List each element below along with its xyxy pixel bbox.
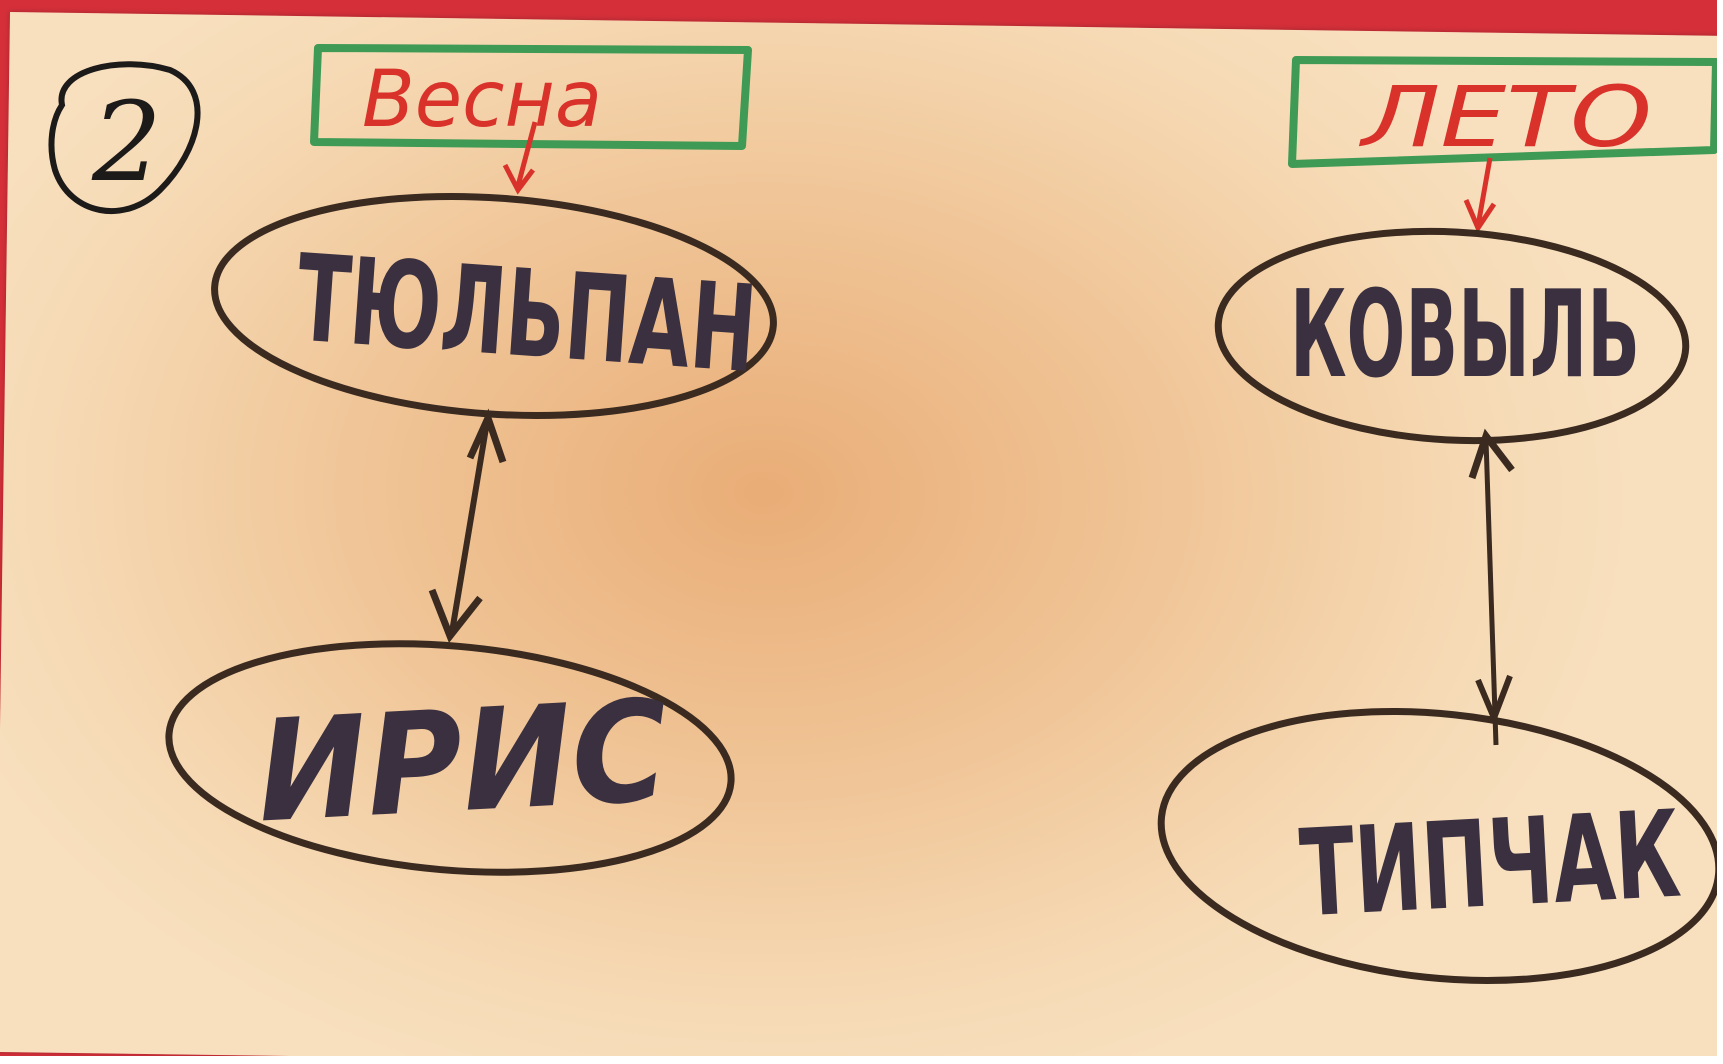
flower-oval-right-bottom: ТИПЧАК — [1157, 708, 1723, 984]
flower-label-left-bottom: ИРИС — [254, 670, 672, 854]
number-badge: 2 — [48, 61, 201, 214]
double-arrow-left — [428, 408, 507, 643]
flower-oval-right-top: КОВЫЛЬ — [1214, 227, 1690, 445]
double-arrow-right — [1468, 428, 1515, 746]
right-edge — [1717, 0, 1723, 1064]
flower-label-left-top: ТЮЛЬПАН — [292, 230, 761, 401]
season-label-left: Весна — [362, 55, 602, 145]
number-text: 2 — [91, 78, 162, 206]
arrow-season-left — [502, 121, 538, 195]
arrow-season-right — [1463, 157, 1497, 234]
flower-label-right-top: КОВЫЛЬ — [1290, 266, 1640, 405]
season-box-left: Весна — [310, 44, 752, 150]
season-box-right: ЛЕТО — [1288, 56, 1720, 168]
flower-label-right-bottom: ТИПЧАК — [1297, 786, 1684, 945]
bottom-edge — [0, 1056, 1723, 1064]
season-label-right: ЛЕТО — [1358, 68, 1652, 166]
flower-oval-left-top: ТЮЛЬПАН — [211, 193, 777, 419]
flower-oval-left-bottom: ИРИС — [165, 640, 735, 876]
